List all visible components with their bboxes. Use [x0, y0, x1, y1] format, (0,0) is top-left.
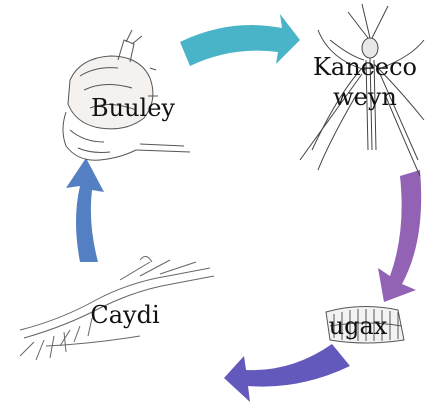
arrow-adult-to-egg	[378, 170, 421, 302]
stage-label-egg: ugax	[318, 312, 398, 340]
stage-label-adult: Kaneeco weyn	[300, 52, 430, 112]
arrow-pupa-to-adult	[180, 14, 300, 66]
stage-label-pupa: Buuley	[68, 94, 198, 122]
arrow-egg-to-larva	[224, 344, 350, 402]
arrow-larva-to-pupa	[66, 158, 104, 262]
stage-label-larva: Caydi	[60, 301, 190, 329]
